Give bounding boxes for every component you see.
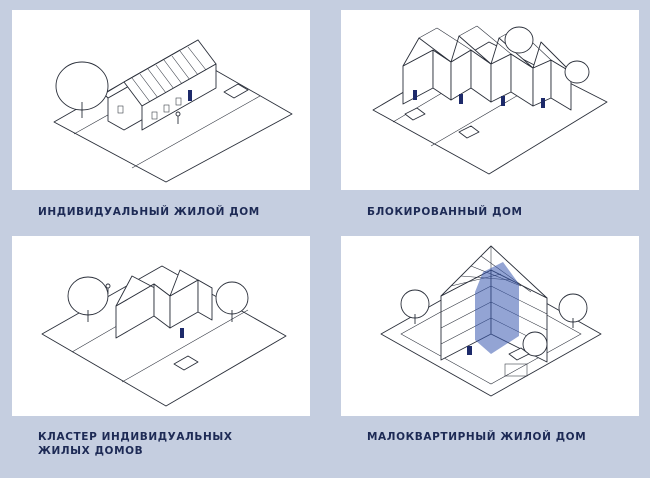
caption-individual-house: ИНДИВИДУАЛЬНЫЙ ЖИЛОЙ ДОМ [38,205,260,219]
caption-line: МАЛОКВАРТИРНЫЙ ЖИЛОЙ ДОМ [367,431,587,443]
caption-blocked-house: БЛОКИРОВАННЫЙ ДОМ [367,205,523,219]
panel-individual-house: ИНДИВИДУАЛЬНЫЙ ЖИЛОЙ ДОМ [12,10,310,218]
panel-blocked-house: БЛОКИРОВАННЫЙ ДОМ [341,10,639,218]
caption-line: БЛОКИРОВАННЫЙ ДОМ [367,206,523,218]
caption-line: ЖИЛЫХ ДОМОВ [38,445,144,457]
illustration-blocked-house [372,25,608,175]
panel-low-rise-apartments: МАЛОКВАРТИРНЫЙ ЖИЛОЙ ДОМ [341,236,639,443]
illustration-low-rise-apartments [380,245,602,397]
caption-low-rise-apartments: МАЛОКВАРТИРНЫЙ ЖИЛОЙ ДОМ [367,430,586,444]
illustration-individual-house [53,39,293,183]
illustration-cluster-houses [41,265,287,407]
caption-line: КЛАСТЕР ИНДИВИДУАЛЬНЫХ [38,431,233,443]
caption-cluster-houses: КЛАСТЕР ИНДИВИДУАЛЬНЫХ ЖИЛЫХ ДОМОВ [38,430,233,458]
caption-line: ИНДИВИДУАЛЬНЫЙ ЖИЛОЙ ДОМ [38,206,260,218]
panel-cluster-houses: КЛАСТЕР ИНДИВИДУАЛЬНЫХ ЖИЛЫХ ДОМОВ [12,236,310,457]
